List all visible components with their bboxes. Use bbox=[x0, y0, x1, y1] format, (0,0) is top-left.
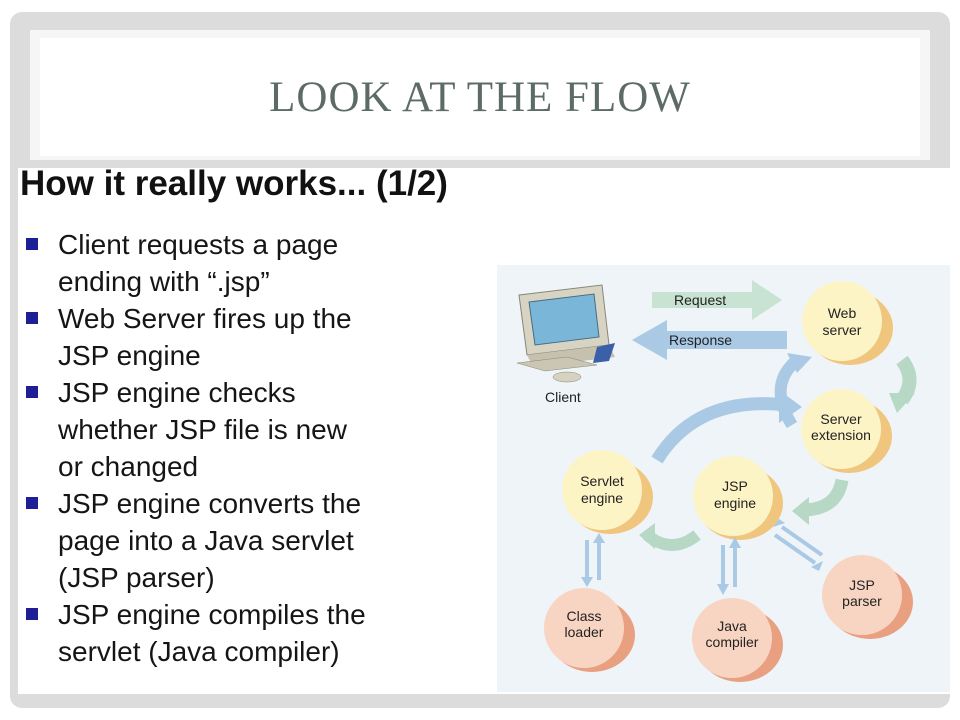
class-loader-node: Class loader bbox=[544, 588, 635, 672]
request-arrow bbox=[652, 280, 782, 320]
jsp-flow-diagram: Request Response Client Web server bbox=[497, 265, 950, 692]
jsp-parser-node: JSP parser bbox=[822, 555, 913, 639]
bullet-square-icon bbox=[26, 608, 38, 620]
svg-text:Server: Server bbox=[820, 411, 862, 427]
svg-text:parser: parser bbox=[842, 593, 882, 609]
server-extension-node: Server extension bbox=[801, 389, 892, 473]
svg-text:engine: engine bbox=[581, 490, 623, 506]
request-label: Request bbox=[674, 292, 726, 308]
bullet-square-icon bbox=[26, 386, 38, 398]
diagram-svg: Request Response Client Web server bbox=[516, 280, 917, 682]
svg-text:Class: Class bbox=[566, 608, 601, 624]
section-heading: How it really works... (1/2) bbox=[20, 164, 448, 203]
response-label: Response bbox=[669, 332, 732, 348]
arrows-jsp-compiler bbox=[717, 537, 741, 595]
svg-text:extension: extension bbox=[811, 427, 871, 443]
bullet-square-icon bbox=[26, 312, 38, 324]
svg-text:JSP: JSP bbox=[722, 478, 748, 494]
arrow-big-curve bbox=[651, 397, 788, 464]
response-arrow bbox=[632, 320, 787, 360]
slide-title: LOOK AT THE FLOW bbox=[269, 73, 691, 121]
svg-text:Java: Java bbox=[717, 618, 747, 634]
svg-text:Web: Web bbox=[828, 305, 857, 321]
web-server-node: Web server bbox=[802, 281, 893, 365]
arrows-servlet-classloader bbox=[581, 533, 605, 587]
arrow-extension-to-webserver bbox=[774, 355, 802, 429]
bullet-square-icon bbox=[26, 497, 38, 509]
svg-text:engine: engine bbox=[714, 495, 756, 511]
svg-text:loader: loader bbox=[565, 624, 604, 640]
bullet-square-icon bbox=[26, 238, 38, 250]
computer-icon bbox=[516, 284, 615, 383]
jsp-engine-node: JSP engine bbox=[693, 456, 783, 540]
svg-text:JSP: JSP bbox=[849, 577, 875, 593]
svg-text:server: server bbox=[823, 322, 862, 338]
arrows-jsp-parser bbox=[773, 519, 824, 571]
java-compiler-node: Java compiler bbox=[692, 598, 783, 682]
svg-text:Servlet: Servlet bbox=[580, 473, 624, 489]
svg-text:compiler: compiler bbox=[706, 634, 759, 650]
title-area: LOOK AT THE FLOW bbox=[40, 38, 920, 156]
servlet-engine-node: Servlet engine bbox=[562, 450, 653, 534]
client-label: Client bbox=[545, 389, 581, 405]
